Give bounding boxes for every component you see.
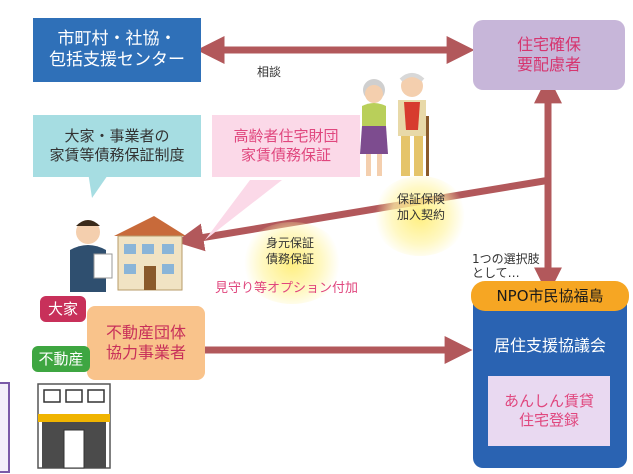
insurance-glow	[372, 176, 468, 256]
realestate-box: 不動産団体 協力事業者	[87, 306, 205, 380]
foundation-bubble: 高齢者住宅財団 家賃債務保証	[212, 115, 360, 177]
registration-box: あんしん賃貸 住宅登録	[488, 376, 610, 446]
edge-strip	[0, 382, 10, 473]
foundation-bubble-tail	[205, 180, 282, 240]
npo-header: NPO市民協福島	[471, 281, 629, 311]
landlord-bubble-tail	[88, 172, 110, 198]
consult-label: 相談	[257, 65, 282, 79]
guarantee-glow	[240, 222, 344, 304]
elderly-couple-illustration	[352, 66, 442, 186]
landlord-tag: 大家	[40, 296, 86, 322]
shop-illustration	[34, 380, 114, 470]
landlord-house-illustration	[66, 210, 188, 292]
landlord-system-bubble: 大家・事業者の 家賃等債務保証制度	[33, 115, 201, 177]
choice-label: 1つの選択肢 として…	[472, 252, 540, 281]
option-label: 見守り等オプション付加	[215, 281, 359, 296]
council-title: 居住支援協議会	[493, 336, 606, 355]
guarantee-label: 身元保証 債務保証	[266, 236, 315, 266]
municipality-box: 市町村・社協・ 包括支援センター	[33, 18, 201, 82]
tenant-box: 住宅確保 要配慮者	[473, 20, 625, 90]
realestate-tag: 不動産	[32, 346, 90, 372]
contract-arrow	[175, 176, 551, 252]
insurance-label: 保証保険 加入契約	[397, 192, 446, 222]
